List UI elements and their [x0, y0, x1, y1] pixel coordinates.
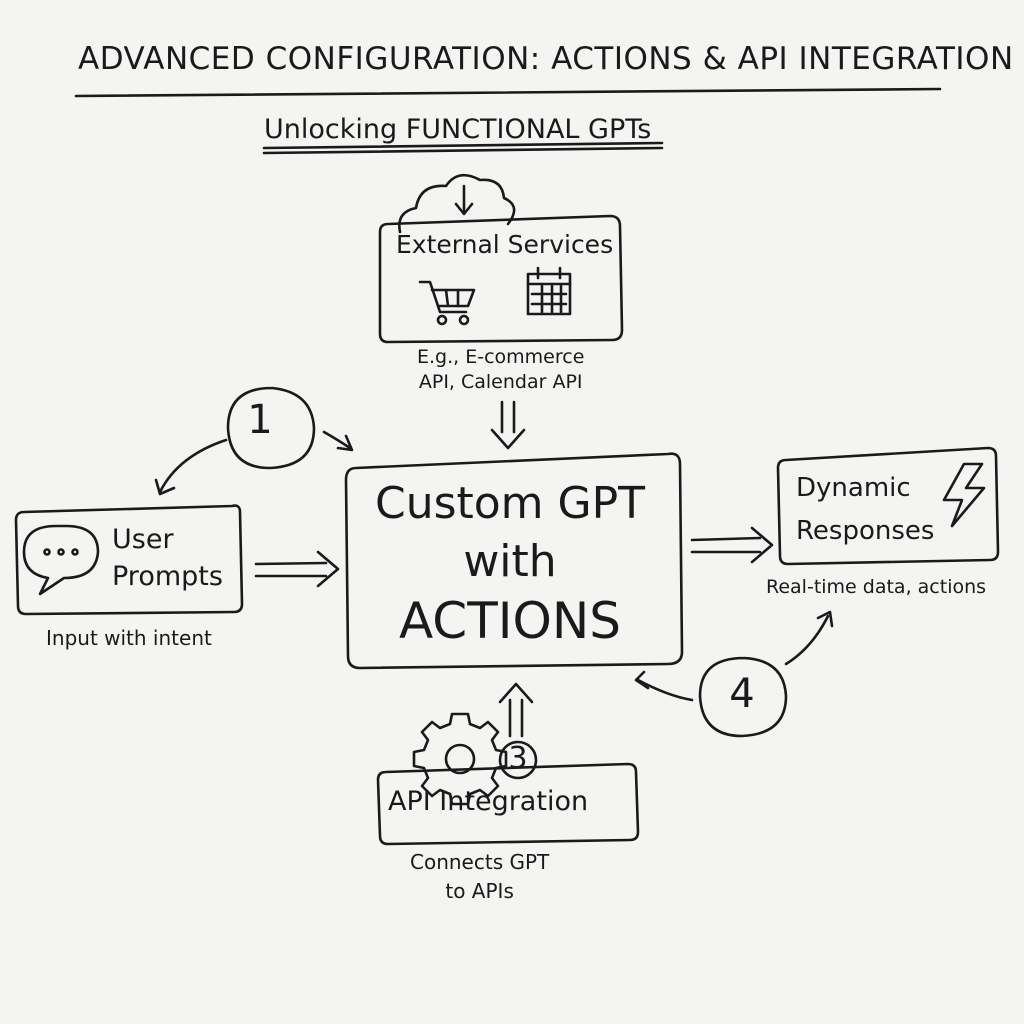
shopping-cart-icon — [418, 280, 476, 326]
arrow-step4-to-center — [634, 670, 694, 702]
step-3-number: 3 — [508, 741, 528, 776]
subtitle-underline-1 — [262, 141, 664, 150]
dynamic-responses-box — [776, 446, 1000, 566]
external-services-caption-line2: API, Calendar API — [418, 370, 583, 393]
page-title: ADVANCED CONFIGURATION: ACTIONS & API IN… — [78, 41, 1014, 77]
cloud-download-icon — [398, 173, 516, 234]
page-subtitle: Unlocking FUNCTIONAL GPTs — [264, 114, 652, 145]
arrow-center-to-dynamic — [690, 526, 774, 564]
api-integration-caption-line1: Connects GPT — [410, 850, 550, 874]
api-integration-label: API Integration — [388, 786, 589, 817]
user-prompts-label-line2: Prompts — [112, 561, 223, 592]
arrow-step1-to-center — [322, 430, 354, 452]
external-services-box — [378, 214, 624, 344]
calendar-icon — [526, 266, 572, 316]
dynamic-responses-label-line2: Responses — [796, 516, 935, 546]
step-4-circle — [698, 656, 788, 738]
user-prompts-caption: Input with intent — [46, 626, 212, 650]
center-box — [344, 452, 684, 670]
step-1-circle — [226, 386, 316, 470]
center-title-line1: Custom GPT — [374, 478, 646, 529]
title-underline — [74, 87, 942, 98]
user-prompts-box — [14, 504, 244, 616]
arrow-step4-to-dynamic — [784, 610, 834, 666]
api-integration-box — [376, 762, 640, 846]
step-1-number: 1 — [247, 397, 273, 443]
subtitle-underline-2 — [262, 146, 664, 155]
arrow-user-to-center — [254, 550, 340, 588]
center-title-line3: ACTIONS — [398, 592, 622, 650]
speech-bubble-icon — [22, 524, 100, 596]
step-3-circle — [498, 740, 538, 780]
arrow-step1-to-user — [154, 438, 228, 496]
external-services-title: External Services — [396, 230, 614, 259]
arrow-services-to-center — [490, 400, 526, 450]
lightning-icon — [942, 462, 986, 528]
api-integration-caption-line2: to APIs — [445, 879, 514, 903]
center-title-line2: with — [463, 536, 557, 587]
step-4-number: 4 — [729, 671, 755, 717]
dynamic-responses-caption: Real-time data, actions — [766, 576, 987, 598]
gear-icon — [412, 712, 508, 806]
dynamic-responses-label-line1: Dynamic — [796, 473, 911, 503]
api-integration-caption: Connects GPT to APIs — [410, 848, 549, 906]
external-services-caption: E.g., E-commerce API, Calendar API — [417, 345, 584, 394]
arrow-api-to-center — [498, 682, 534, 738]
external-services-caption-line1: E.g., E-commerce — [417, 346, 585, 368]
user-prompts-label-line1: User — [112, 524, 174, 555]
